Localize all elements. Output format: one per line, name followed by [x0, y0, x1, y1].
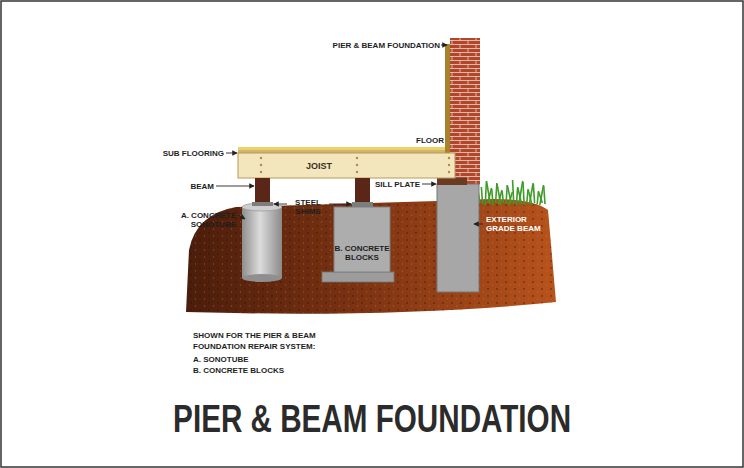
- leader-lines: [216, 45, 483, 224]
- grass-blade: [507, 186, 511, 203]
- joist-box: JOIST: [238, 153, 455, 178]
- floor: [238, 147, 445, 150]
- part-label: BEAM: [186, 182, 214, 191]
- joist-nails: [260, 157, 450, 173]
- note-text: A. SONOTUBE: [193, 355, 343, 364]
- footing: [322, 272, 394, 282]
- grass-blade: [513, 180, 514, 204]
- concrete-blocks: [334, 207, 390, 272]
- node-text: JOIST: [306, 161, 332, 171]
- grass-blade: [523, 182, 524, 205]
- grade-beam: [437, 184, 479, 292]
- part-label: STEEL SHIMS: [289, 198, 327, 216]
- sill-plate: [437, 178, 467, 185]
- grass-blade: [492, 189, 493, 205]
- grass: [476, 180, 545, 205]
- part-label: EXTERIOR GRADE BEAM: [486, 215, 546, 233]
- note-text: SHOWN FOR THE PIER & BEAM FOUNDATION REP…: [193, 330, 343, 352]
- title-text: PIER & BEAM FOUNDATION: [173, 398, 571, 441]
- grass-blade: [487, 182, 491, 204]
- grass-blade: [533, 184, 534, 203]
- grass-blade: [485, 181, 486, 205]
- grass-blade: [518, 188, 522, 204]
- part-label: A. CONCRETE SONOTUBE: [170, 211, 236, 229]
- part-label: FLOOR: [412, 136, 444, 145]
- beam-post: [255, 178, 270, 203]
- soil: [186, 199, 556, 314]
- grass-blade: [544, 186, 545, 204]
- steel-shim: [252, 202, 273, 206]
- sonotube-base: [242, 274, 282, 282]
- joist-shape: [238, 153, 455, 178]
- soil-texture: [186, 199, 556, 314]
- grass-blade: [497, 184, 501, 205]
- grass-blade: [528, 190, 532, 205]
- note-text: B. CONCRETE BLOCKS: [193, 366, 343, 375]
- grass-blade: [502, 191, 503, 203]
- sonotube: [242, 207, 282, 278]
- grass-blade: [539, 192, 543, 203]
- part-label: SILL PLATE: [366, 180, 420, 189]
- title-box: PIER & BEAM FOUNDATION: [0, 398, 744, 441]
- part-label: SUB FLOORING: [150, 149, 224, 158]
- grass-blade: [481, 187, 482, 204]
- steel-shim: [352, 202, 373, 207]
- part-label: B. CONCRETE BLOCKS: [334, 244, 390, 262]
- part-label: PIER & BEAM FOUNDATION: [322, 41, 440, 50]
- beam-post: [355, 178, 370, 203]
